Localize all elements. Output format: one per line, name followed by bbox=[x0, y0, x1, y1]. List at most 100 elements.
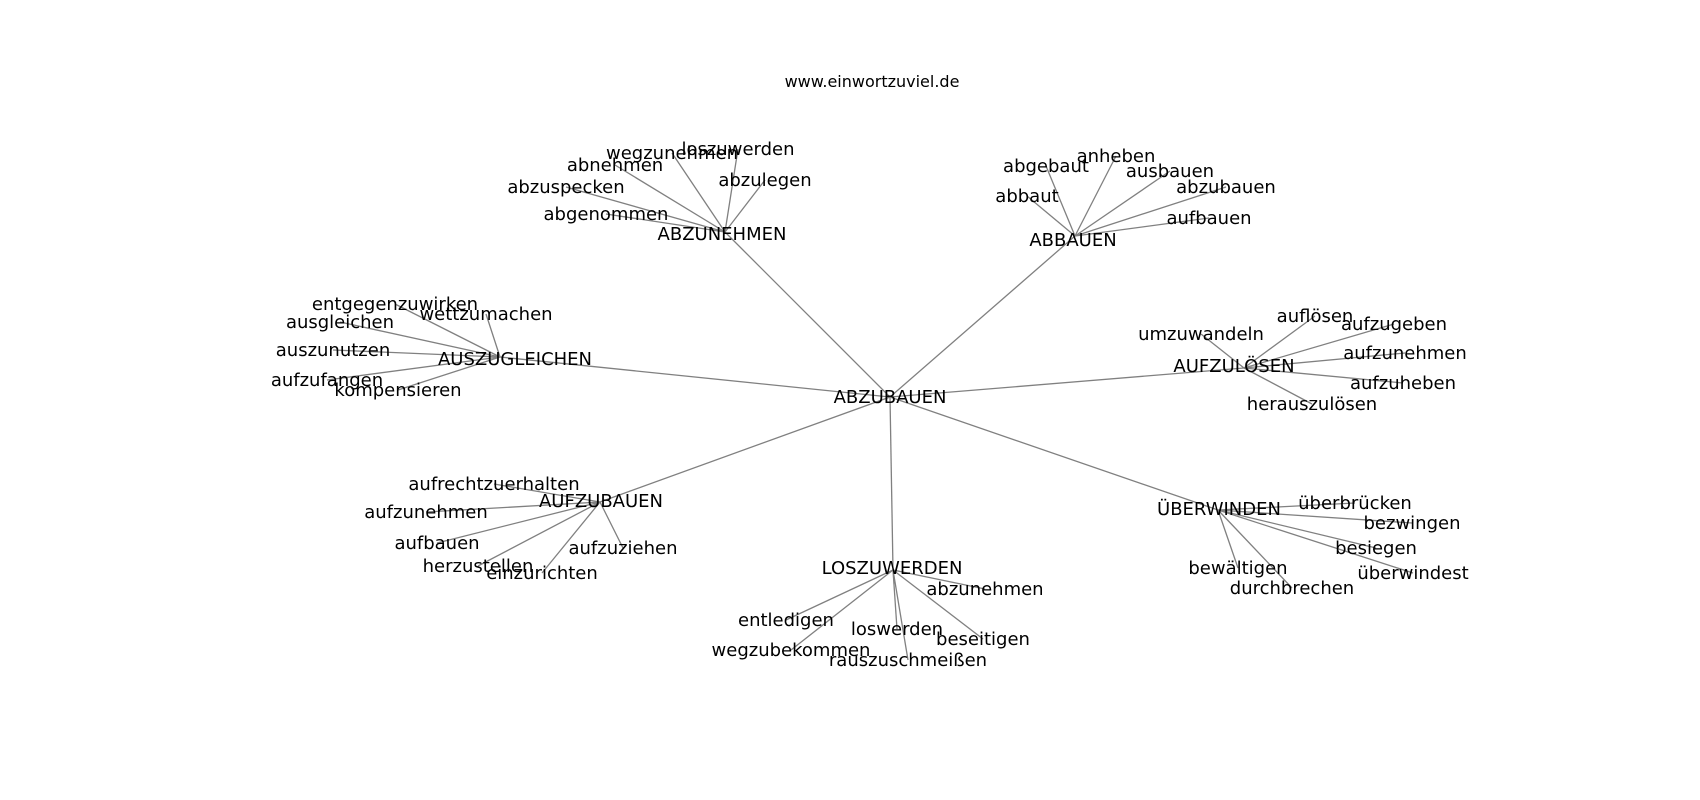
group-node-label: ABBAUEN bbox=[1029, 230, 1116, 251]
edge-root-to-group bbox=[889, 235, 1076, 398]
edge-group-to-child bbox=[892, 569, 909, 661]
child-node-label: abzuspecken bbox=[507, 177, 624, 198]
child-node-label: ausgleichen bbox=[286, 312, 394, 333]
edge-group-to-child bbox=[892, 569, 898, 630]
edge-group-to-child bbox=[1217, 509, 1377, 549]
child-node-label: durchbrechen bbox=[1230, 578, 1354, 599]
edge-group-to-child bbox=[565, 186, 726, 233]
edge-group-to-child bbox=[1217, 509, 1293, 589]
edge-group-to-child bbox=[892, 569, 984, 640]
edge-group-to-child bbox=[605, 213, 726, 233]
edge-group-to-child bbox=[614, 164, 726, 233]
group-node-label: AUSZUGLEICHEN bbox=[438, 349, 592, 370]
child-node-label: loswerden bbox=[851, 619, 943, 640]
edge-group-to-child bbox=[477, 501, 601, 567]
edge-group-to-child bbox=[1243, 367, 1313, 405]
child-node-label: abgenommen bbox=[544, 204, 669, 225]
edge-root-to-group bbox=[889, 396, 894, 571]
child-node-label: bezwingen bbox=[1364, 513, 1461, 534]
edge-group-to-child bbox=[1074, 186, 1227, 237]
edge-group-to-child bbox=[397, 356, 501, 391]
child-node-label: abzulegen bbox=[718, 170, 811, 191]
edge-group-to-child bbox=[1074, 217, 1210, 237]
group-node-label: AUFZUBAUEN bbox=[539, 491, 663, 512]
edge-group-to-child bbox=[1217, 509, 1413, 524]
edge-group-to-child bbox=[1217, 502, 1356, 511]
child-node-label: kompensieren bbox=[334, 380, 461, 401]
edge-group-to-child bbox=[724, 148, 739, 233]
child-node-label: wegzubekommen bbox=[712, 640, 871, 661]
source-url: www.einwortzuviel.de bbox=[785, 72, 960, 91]
child-node-label: aufzunehmen bbox=[364, 502, 488, 523]
child-node-label: aufzugeben bbox=[1341, 314, 1447, 335]
child-node-label: umzuwandeln bbox=[1138, 324, 1264, 345]
edge-root-to-group bbox=[889, 367, 1245, 398]
child-node-label: bewältigen bbox=[1188, 558, 1287, 579]
edge-group-to-child bbox=[339, 321, 501, 358]
edge-group-to-child bbox=[724, 179, 766, 233]
edge-group-to-child bbox=[541, 501, 601, 574]
edge-group-to-child bbox=[1217, 509, 1414, 574]
child-node-label: aufzunehmen bbox=[1343, 343, 1467, 364]
child-node-label: besiegen bbox=[1335, 538, 1417, 559]
child-node-label: auszunutzen bbox=[276, 340, 390, 361]
edge-group-to-child bbox=[425, 501, 601, 513]
edge-group-to-child bbox=[1074, 170, 1171, 237]
child-node-label: anheben bbox=[1077, 146, 1156, 167]
child-node-label: loszuwerden bbox=[681, 139, 794, 160]
edge-group-to-child bbox=[1200, 333, 1245, 369]
child-node-label: rauszuschmeißen bbox=[829, 650, 987, 671]
edge-group-to-child bbox=[1243, 352, 1406, 369]
child-node-label: abzubauen bbox=[1176, 177, 1276, 198]
edge-group-to-child bbox=[790, 569, 894, 651]
edge-group-to-child bbox=[892, 569, 986, 590]
child-node-label: herzustellen bbox=[423, 556, 534, 577]
root-node-label: ABZUBAUEN bbox=[834, 387, 947, 408]
child-node-label: einzurichten bbox=[486, 563, 598, 584]
child-node-label: abbaut bbox=[995, 186, 1058, 207]
child-node-label: entgegenzuwirken bbox=[312, 294, 478, 315]
edge-group-to-child bbox=[671, 152, 726, 233]
edge-layer bbox=[326, 148, 1414, 661]
edge-group-to-child bbox=[1243, 323, 1395, 369]
child-node-label: entledigen bbox=[738, 610, 834, 631]
group-node-label: LOSZUWERDEN bbox=[822, 558, 963, 579]
edge-group-to-child bbox=[493, 483, 601, 503]
edge-group-to-child bbox=[394, 303, 501, 358]
edge-group-to-child bbox=[1026, 195, 1076, 237]
edge-group-to-child bbox=[326, 356, 501, 381]
edge-group-to-child bbox=[1243, 367, 1404, 384]
child-node-label: aufzuziehen bbox=[568, 538, 677, 559]
child-node-label: abgebaut bbox=[1003, 156, 1089, 177]
edge-group-to-child bbox=[1045, 165, 1076, 237]
edge-group-to-child bbox=[1243, 315, 1316, 369]
edge-group-to-child bbox=[485, 313, 501, 358]
child-node-label: aufrechtzuerhalten bbox=[408, 474, 579, 495]
edge-group-to-child bbox=[436, 501, 601, 544]
edge-root-to-group bbox=[724, 231, 891, 398]
child-node-label: aufzuheben bbox=[1350, 373, 1456, 394]
child-node-label: aufbauen bbox=[1166, 208, 1251, 229]
edge-root-to-group bbox=[599, 396, 891, 503]
child-node-label: überbrücken bbox=[1298, 493, 1412, 514]
group-node-label: ABZUNEHMEN bbox=[658, 224, 787, 245]
label-layer: www.einwortzuviel.de ABZUBAUEN ABZUNEHMEN… bbox=[271, 72, 1469, 671]
child-node-label: überwindest bbox=[1357, 563, 1468, 584]
child-node-label: auflösen bbox=[1277, 306, 1354, 327]
child-node-label: herauszulösen bbox=[1247, 394, 1377, 415]
group-node-label: ÜBERWINDEN bbox=[1157, 498, 1281, 520]
edge-root-to-group bbox=[889, 396, 1219, 511]
child-node-label: abzunehmen bbox=[926, 579, 1043, 600]
edge-root-to-group bbox=[499, 356, 891, 398]
child-node-label: abnehmen bbox=[567, 155, 663, 176]
child-node-label: aufzufangen bbox=[271, 370, 383, 391]
child-node-label: wettzumachen bbox=[419, 304, 552, 325]
group-node-label: AUFZULÖSEN bbox=[1173, 355, 1294, 377]
edge-group-to-child bbox=[785, 569, 894, 621]
child-node-label: ausbauen bbox=[1126, 161, 1214, 182]
edge-group-to-child bbox=[332, 349, 501, 358]
edge-group-to-child bbox=[1074, 155, 1117, 237]
edge-group-to-child bbox=[599, 501, 624, 549]
